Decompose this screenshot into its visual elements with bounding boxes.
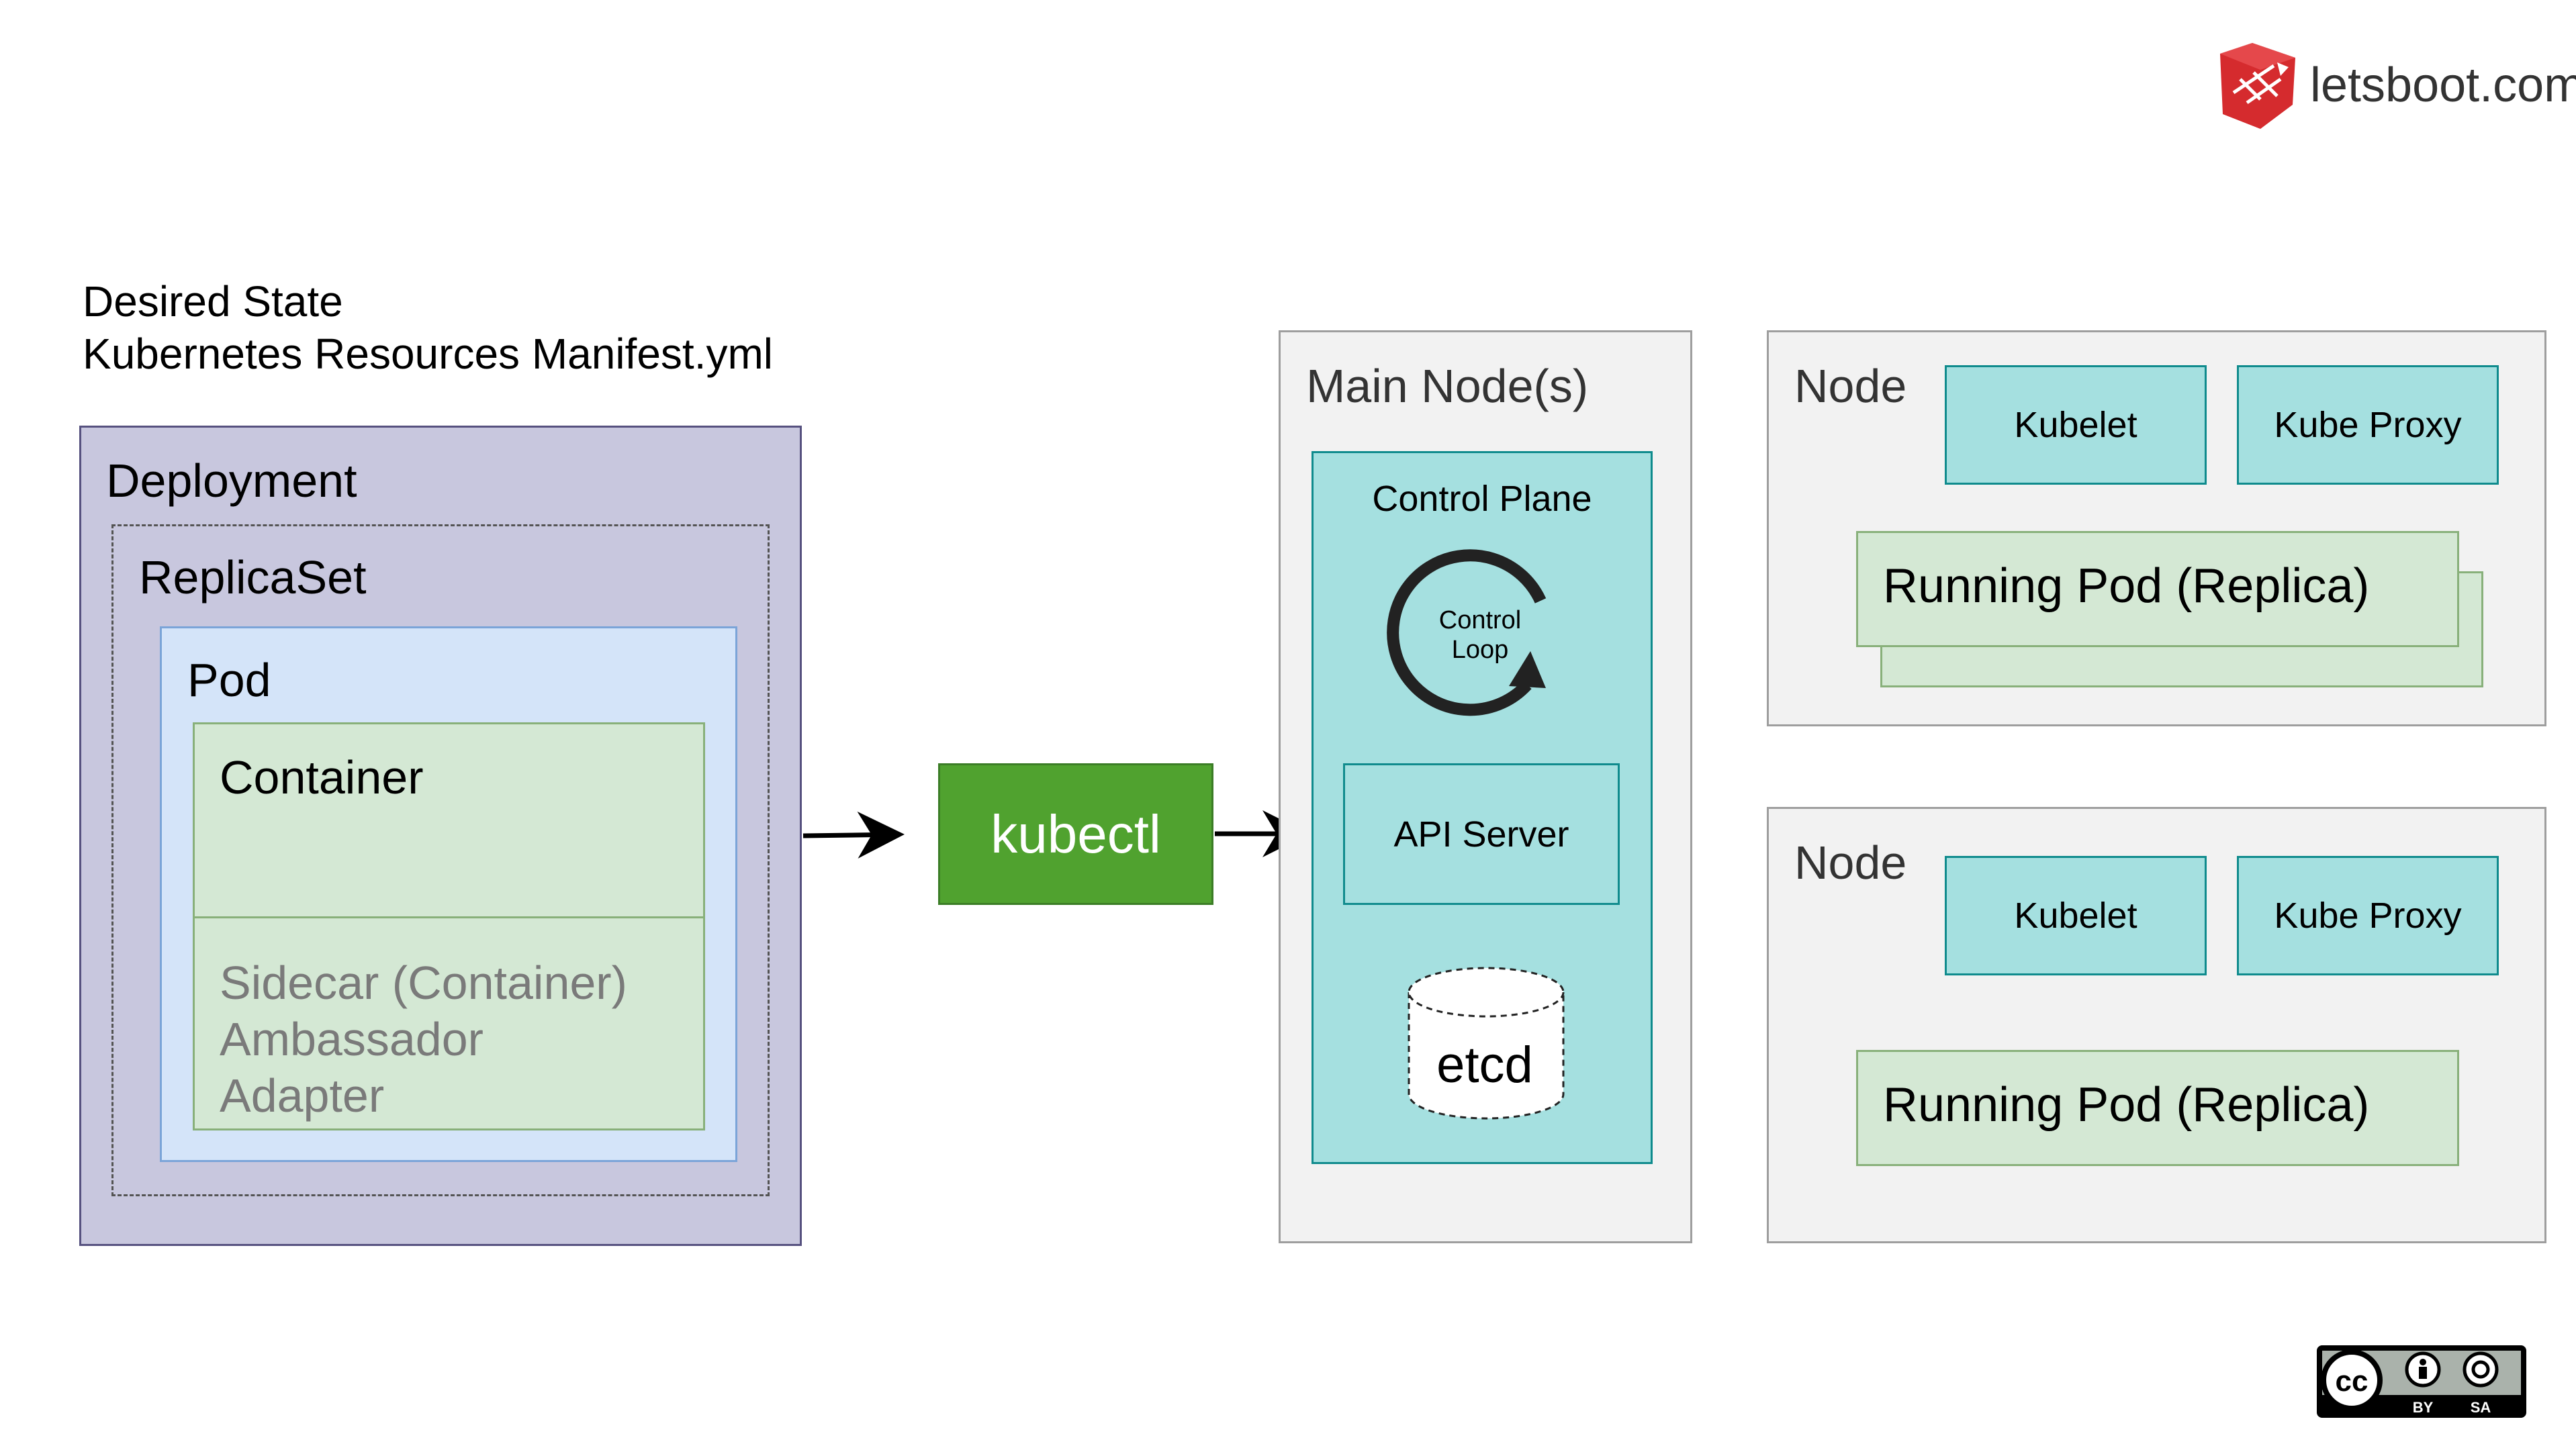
running-pod-label: Running Pod (Replica) [1883, 559, 2370, 613]
kube-proxy-box [2237, 365, 2499, 485]
control-plane-label: Control Plane [1372, 479, 1592, 519]
cc-by-sa-license-icon: cc BY SA [2317, 1345, 2526, 1418]
kubelet-label: Kubelet [2014, 896, 2137, 936]
kubelet-box [1945, 365, 2207, 485]
pod-label: Pod [187, 654, 271, 706]
container-label: Container [220, 751, 424, 804]
etcd-label: etcd [1436, 1037, 1533, 1094]
brand-text: letsboot.com [2310, 58, 2576, 112]
sidecar-box [193, 916, 705, 1130]
replicaset-box [111, 524, 770, 1196]
worker-node-label: Node [1794, 360, 1907, 412]
kube-proxy-label: Kube Proxy [2274, 405, 2462, 445]
kubectl-box [938, 763, 1213, 905]
replicaset-label: ReplicaSet [139, 551, 367, 604]
worker-node-label: Node [1794, 836, 1907, 889]
control-loop-line1: Control [1438, 606, 1522, 634]
running-pod-box [1856, 1050, 2459, 1166]
main-node-label: Main Node(s) [1306, 360, 1589, 412]
diagram-title-line2: Kubernetes Resources Manifest.yml [83, 330, 773, 378]
adapter-label: Adapter [220, 1069, 385, 1122]
deployment-label: Deployment [106, 454, 357, 507]
ambassador-label: Ambassador [220, 1013, 484, 1065]
kube-proxy-label: Kube Proxy [2274, 896, 2462, 936]
running-pod-box [1856, 531, 2459, 647]
letsboot-logo-icon [2220, 43, 2295, 129]
manifest-to-kubectl-arrow [802, 811, 905, 859]
etcd-database-icon [1408, 967, 1565, 1120]
diagram-title-line1: Desired State [83, 277, 343, 326]
svg-text:cc: cc [2336, 1365, 2368, 1398]
cc-by-text: BY [2413, 1399, 2434, 1416]
control-loop-icon [1387, 549, 1547, 716]
control-loop-line2: Loop [1451, 636, 1509, 664]
kubelet-label: Kubelet [2014, 405, 2137, 445]
sidecar-label: Sidecar (Container) [220, 957, 627, 1009]
kubelet-box [1945, 856, 2207, 975]
api-server-box [1343, 763, 1620, 905]
running-pod-label: Running Pod (Replica) [1883, 1078, 2370, 1132]
api-server-label: API Server [1393, 814, 1569, 855]
kubectl-label: kubectl [991, 804, 1161, 864]
kube-proxy-box [2237, 856, 2499, 975]
cc-sa-text: SA [2471, 1399, 2491, 1416]
control-loop-label: Control Loop [1379, 606, 1581, 665]
